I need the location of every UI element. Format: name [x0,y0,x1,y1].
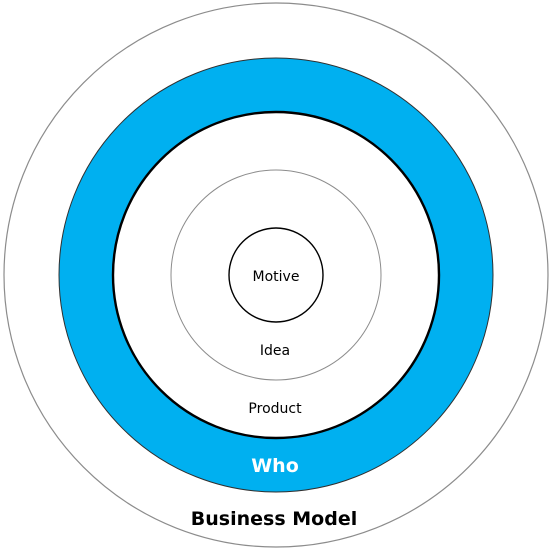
label-idea: Idea [260,343,290,359]
label-motive: Motive [253,269,300,285]
label-business-model: Business Model [191,508,357,530]
ring-motive [228,227,324,323]
label-who: Who [251,455,299,477]
label-product: Product [248,401,302,417]
